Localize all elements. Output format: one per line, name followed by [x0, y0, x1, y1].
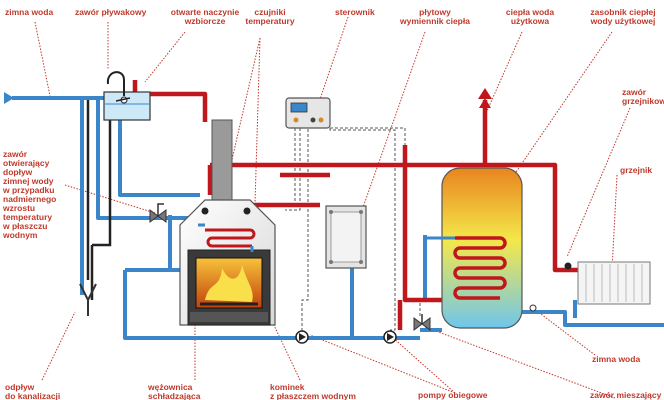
label-pumps: pompy obiegowe	[418, 390, 488, 400]
dhw-tank	[425, 167, 523, 329]
cold-water-pipes	[12, 96, 664, 340]
radiator-valve	[564, 262, 572, 270]
hot-water-up-arrow-icon	[478, 88, 492, 99]
temp-sensor-2	[243, 207, 251, 215]
label-fireplace: kominek z płaszczem wodnym	[270, 382, 356, 400]
hot-water-arrow	[479, 98, 491, 108]
cold-water-arrow-icon	[4, 92, 14, 104]
label-plate-exchanger: płytowy wymiennik ciepła	[400, 7, 470, 26]
label-dhw-tank: zasobnik ciepłej wody użytkowej	[590, 7, 656, 26]
safety-valve	[149, 203, 167, 223]
chimney	[211, 119, 233, 211]
expansion-tank	[103, 71, 151, 121]
temp-sensor-1	[201, 207, 209, 215]
label-safety-valve: zawór otwierający dopływ zimnej wody w p…	[3, 149, 57, 240]
mixing-valve	[413, 314, 431, 331]
label-temp-sensors: czujniki temperatury	[245, 7, 295, 26]
label-radiator: grzejnik	[620, 165, 653, 175]
label-cold-water-right: zimna woda	[592, 354, 641, 364]
label-float-valve: zawór pływakowy	[75, 7, 147, 17]
radiator	[577, 261, 651, 305]
label-controller: sterownik	[335, 7, 375, 17]
drain-funnel	[79, 283, 97, 316]
label-radiator-valve: zawór grzejnikowy	[622, 87, 664, 106]
pump-2	[383, 330, 397, 344]
label-drain: odpływ do kanalizacji	[5, 382, 61, 400]
plate-heat-exchanger	[325, 205, 367, 269]
label-open-tank: otwarte naczynie wzbiorcze	[170, 7, 240, 26]
cooling-coil-cold	[198, 223, 254, 252]
pump-1	[295, 330, 309, 344]
label-cooling-coil: wężownica schładzająca	[148, 382, 201, 400]
label-cold-water-in: zimna woda	[5, 7, 54, 17]
check-valve	[529, 304, 537, 312]
label-mixing-valve: zawór mieszający	[590, 390, 662, 400]
label-hot-water: ciepła woda użytkowa	[505, 7, 555, 26]
fireplace	[179, 199, 276, 326]
cooling-coil	[205, 228, 256, 248]
controller	[285, 97, 331, 129]
